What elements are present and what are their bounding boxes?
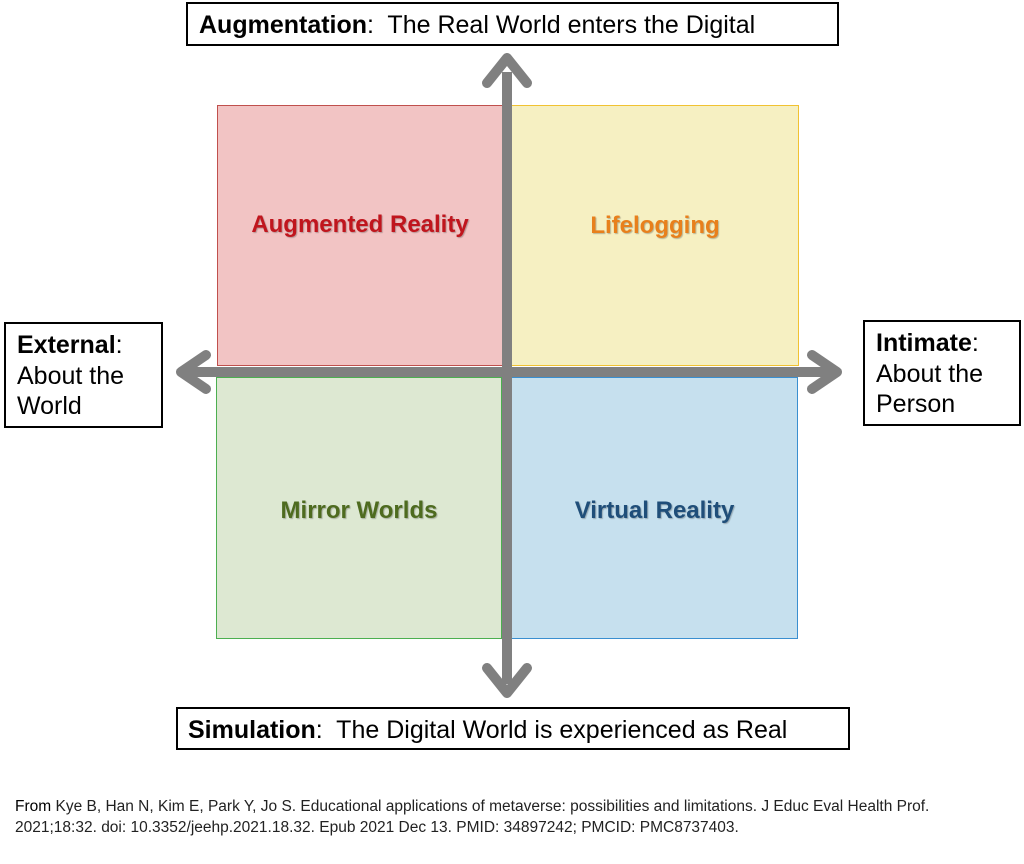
axis-label-external-title: External [17,331,116,359]
axis-label-external: External: About the World [4,322,163,428]
citation: From Kye B, Han N, Kim E, Park Y, Jo S. … [15,796,1015,838]
arrow-head-right-icon [807,350,842,394]
horizontal-axis-shaft [190,367,830,377]
quadrant-mirror-worlds: Mirror Worlds [216,377,502,639]
axis-label-external-line3: World [17,392,82,420]
axis-label-intimate-title: Intimate [876,329,972,357]
arrow-head-left-icon [176,350,211,394]
arrow-head-down-icon [482,663,532,698]
axis-label-augmentation-title: Augmentation [199,11,368,39]
axis-label-simulation-desc: : The Digital World is experienced as Re… [315,716,788,744]
axis-label-intimate-colon: : [971,329,979,357]
axis-label-external-line2: About the [17,361,125,390]
quadrant-augmented-reality: Augmented Reality [217,105,503,366]
axis-label-simulation-title: Simulation [188,716,316,744]
axis-label-simulation: Simulation: The Digital World is experie… [176,707,850,750]
citation-text: Kye B, Han N, Kim E, Park Y, Jo S. Educa… [15,798,930,837]
citation-from: From [15,798,52,815]
quadrant-lifelogging: Lifelogging [511,105,799,366]
quadrant-label-virtual-reality: Virtual Reality [574,497,735,524]
axis-label-augmentation: Augmentation: The Real World enters the … [186,2,839,46]
axis-label-augmentation-desc: : The Real World enters the Digital [367,11,756,39]
axis-label-intimate-line3: Person [876,390,956,418]
quadrant-label-augmented-reality: Augmented Reality [251,210,469,238]
axis-label-external-colon: : [115,331,123,359]
axis-label-intimate: Intimate: About the Person [863,320,1021,426]
vertical-axis-shaft [502,72,512,684]
quadrant-label-lifelogging: Lifelogging [590,211,720,239]
axis-label-intimate-line2: About the [876,359,984,388]
quadrant-label-mirror-worlds: Mirror Worlds [280,497,438,524]
arrow-head-up-icon [482,53,532,88]
